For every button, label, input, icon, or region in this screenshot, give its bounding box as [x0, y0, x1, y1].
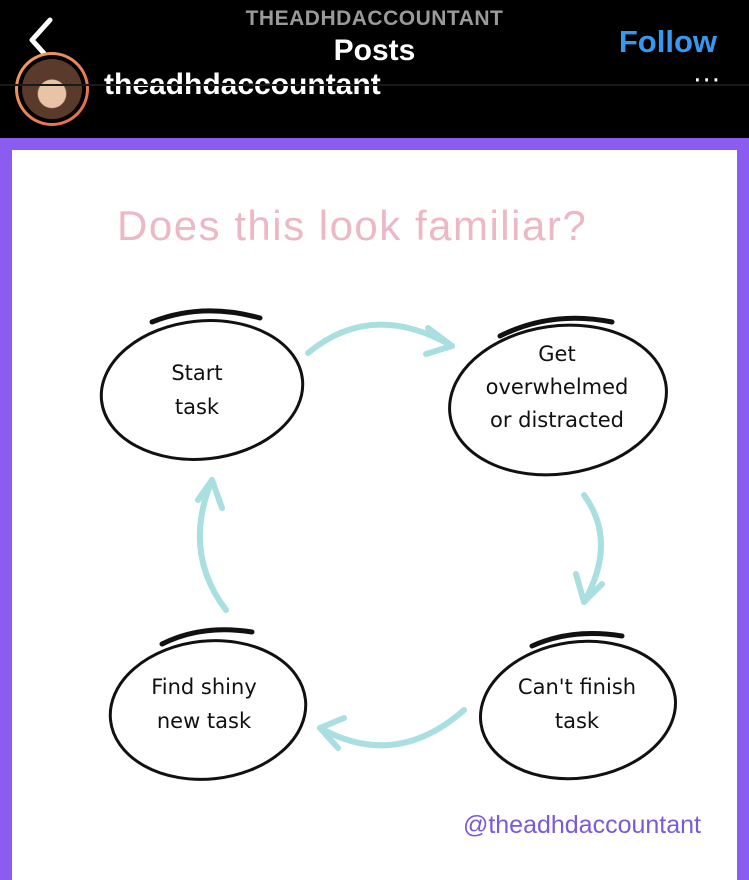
arrow-overwhelmed-to-cant-finish [573, 492, 605, 605]
author-handle: @theadhdaccountant [462, 811, 701, 839]
post-title: Does this look familiar? [117, 202, 588, 249]
arrow-cant-finish-to-find-shiny [317, 707, 467, 751]
node-label-find-shiny: Find shiny new task [151, 675, 257, 733]
account-name: THEADHDACCOUNTANT [245, 7, 504, 30]
node-cant-finish-circle [478, 631, 678, 781]
post-card: Does this look familiar? [12, 150, 737, 880]
arrow-find-shiny-to-start [195, 477, 229, 613]
avatar[interactable] [15, 52, 89, 126]
node-start-task-circle [99, 308, 305, 461]
cycle-diagram [99, 308, 678, 781]
node-label-start-task: Start task [171, 361, 223, 419]
node-label-cant-finish: Can't finish task [517, 675, 637, 733]
arrow-start-to-overwhelmed [305, 321, 455, 357]
page-title: Posts [333, 34, 416, 67]
more-dots-icon[interactable]: ··· [693, 66, 721, 96]
node-find-shiny-circle [108, 627, 308, 781]
node-overwhelmed-circle [448, 315, 668, 477]
follow-button[interactable]: Follow [618, 24, 717, 59]
post-image[interactable]: Does this look familiar? [0, 138, 749, 880]
top-navigation-bar: THEADHDACCOUNTANT Posts Follow theadhdac… [0, 0, 749, 138]
node-label-overwhelmed: Get overwhelmed or distracted [485, 342, 629, 432]
header-divider [0, 84, 749, 86]
